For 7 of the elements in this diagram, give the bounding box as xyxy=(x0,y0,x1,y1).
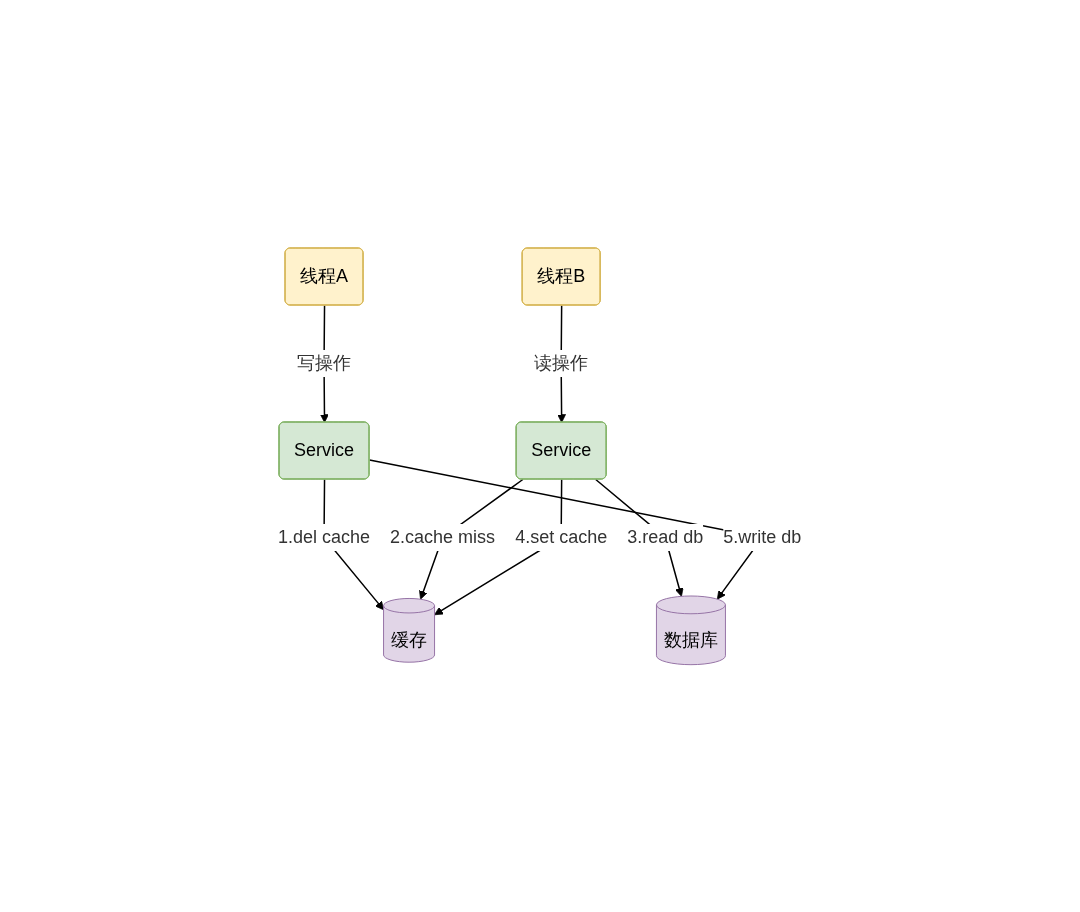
edge-label: 3.read db xyxy=(627,526,704,547)
edge-label: 5.write db xyxy=(723,526,802,547)
edge-label: 读操作 xyxy=(534,352,589,373)
edge-label: 1.del cache xyxy=(278,526,371,547)
edge-label: 写操作 xyxy=(297,352,352,373)
edge-label: 4.set cache xyxy=(515,526,608,547)
edge-label: 2.cache miss xyxy=(390,526,496,547)
